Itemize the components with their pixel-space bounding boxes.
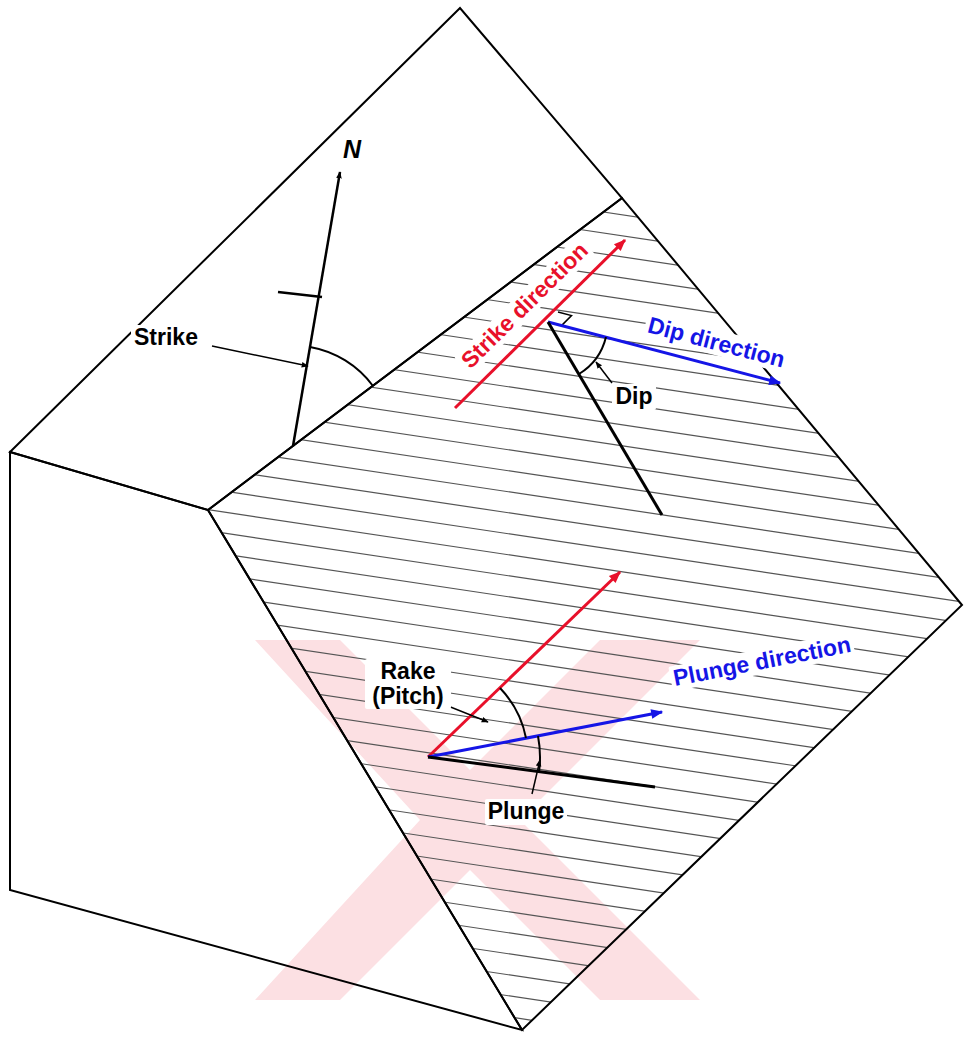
hatch-line bbox=[150, 186, 968, 314]
dip-leader bbox=[596, 362, 612, 383]
hatch-line bbox=[150, 669, 968, 797]
hatch-line bbox=[150, 879, 968, 1007]
hatch-line bbox=[150, 753, 968, 881]
north-tick bbox=[278, 292, 322, 297]
hatch-line bbox=[150, 837, 968, 965]
hatch-line bbox=[150, 795, 968, 923]
hatch-line bbox=[150, 1047, 968, 1063]
hatch-line bbox=[150, 732, 968, 860]
bedding-hatch bbox=[150, 60, 968, 1063]
hatch-line bbox=[150, 396, 968, 524]
hatch-line bbox=[150, 417, 968, 545]
hatch-line bbox=[150, 648, 968, 776]
top-face bbox=[10, 8, 622, 510]
hatch-line bbox=[150, 858, 968, 986]
hatch-line bbox=[150, 963, 968, 1063]
north-label: N bbox=[340, 136, 364, 164]
hatch-line bbox=[150, 81, 968, 209]
hatch-line bbox=[150, 459, 968, 587]
hatch-line bbox=[150, 438, 968, 566]
rake-label: Rake (Pitch) bbox=[365, 659, 451, 710]
hatch-line bbox=[150, 375, 968, 503]
hatch-line bbox=[150, 627, 968, 755]
hatch-line bbox=[150, 60, 968, 188]
hatch-line bbox=[150, 564, 968, 692]
hatch-line bbox=[150, 123, 968, 251]
rake-arc bbox=[500, 688, 526, 738]
north-arrow bbox=[293, 172, 340, 446]
dip-direction-label: Dip direction bbox=[642, 312, 790, 374]
hatch-line bbox=[150, 984, 968, 1063]
dip-label: Dip bbox=[612, 384, 655, 409]
strike-leader bbox=[212, 346, 308, 366]
dip-arc bbox=[579, 337, 606, 374]
hatch-line bbox=[150, 291, 968, 419]
hatch-line bbox=[150, 774, 968, 902]
hatch-line bbox=[150, 900, 968, 1028]
hatch-line bbox=[150, 333, 968, 461]
hatch-line bbox=[150, 1005, 968, 1063]
strike-label: Strike bbox=[131, 325, 201, 350]
horizontal-line bbox=[428, 757, 655, 787]
hatch-line bbox=[150, 942, 968, 1063]
hatch-line bbox=[150, 228, 968, 356]
hatch-line bbox=[150, 270, 968, 398]
inclined-plane bbox=[208, 198, 962, 1030]
hatch-line bbox=[150, 501, 968, 629]
rake-reference-line bbox=[428, 572, 620, 757]
right-angle-mark bbox=[558, 312, 572, 326]
hatch-line bbox=[150, 102, 968, 230]
watermark bbox=[255, 640, 700, 1000]
strike-arc bbox=[310, 347, 373, 386]
hatch-line bbox=[150, 480, 968, 608]
plunge-leader bbox=[532, 760, 540, 794]
strike-direction-line bbox=[455, 240, 625, 408]
hatch-line bbox=[150, 711, 968, 839]
rake-leader bbox=[448, 706, 488, 722]
hatch-line bbox=[150, 312, 968, 440]
hatch-line bbox=[150, 921, 968, 1049]
hatch-line bbox=[150, 606, 968, 734]
dip-line bbox=[548, 322, 662, 515]
hatch-line bbox=[150, 585, 968, 713]
hatch-line bbox=[150, 816, 968, 944]
plunge-label: Plunge bbox=[485, 799, 568, 824]
plunge-direction-line bbox=[428, 712, 662, 757]
hatch-line bbox=[150, 1026, 968, 1063]
